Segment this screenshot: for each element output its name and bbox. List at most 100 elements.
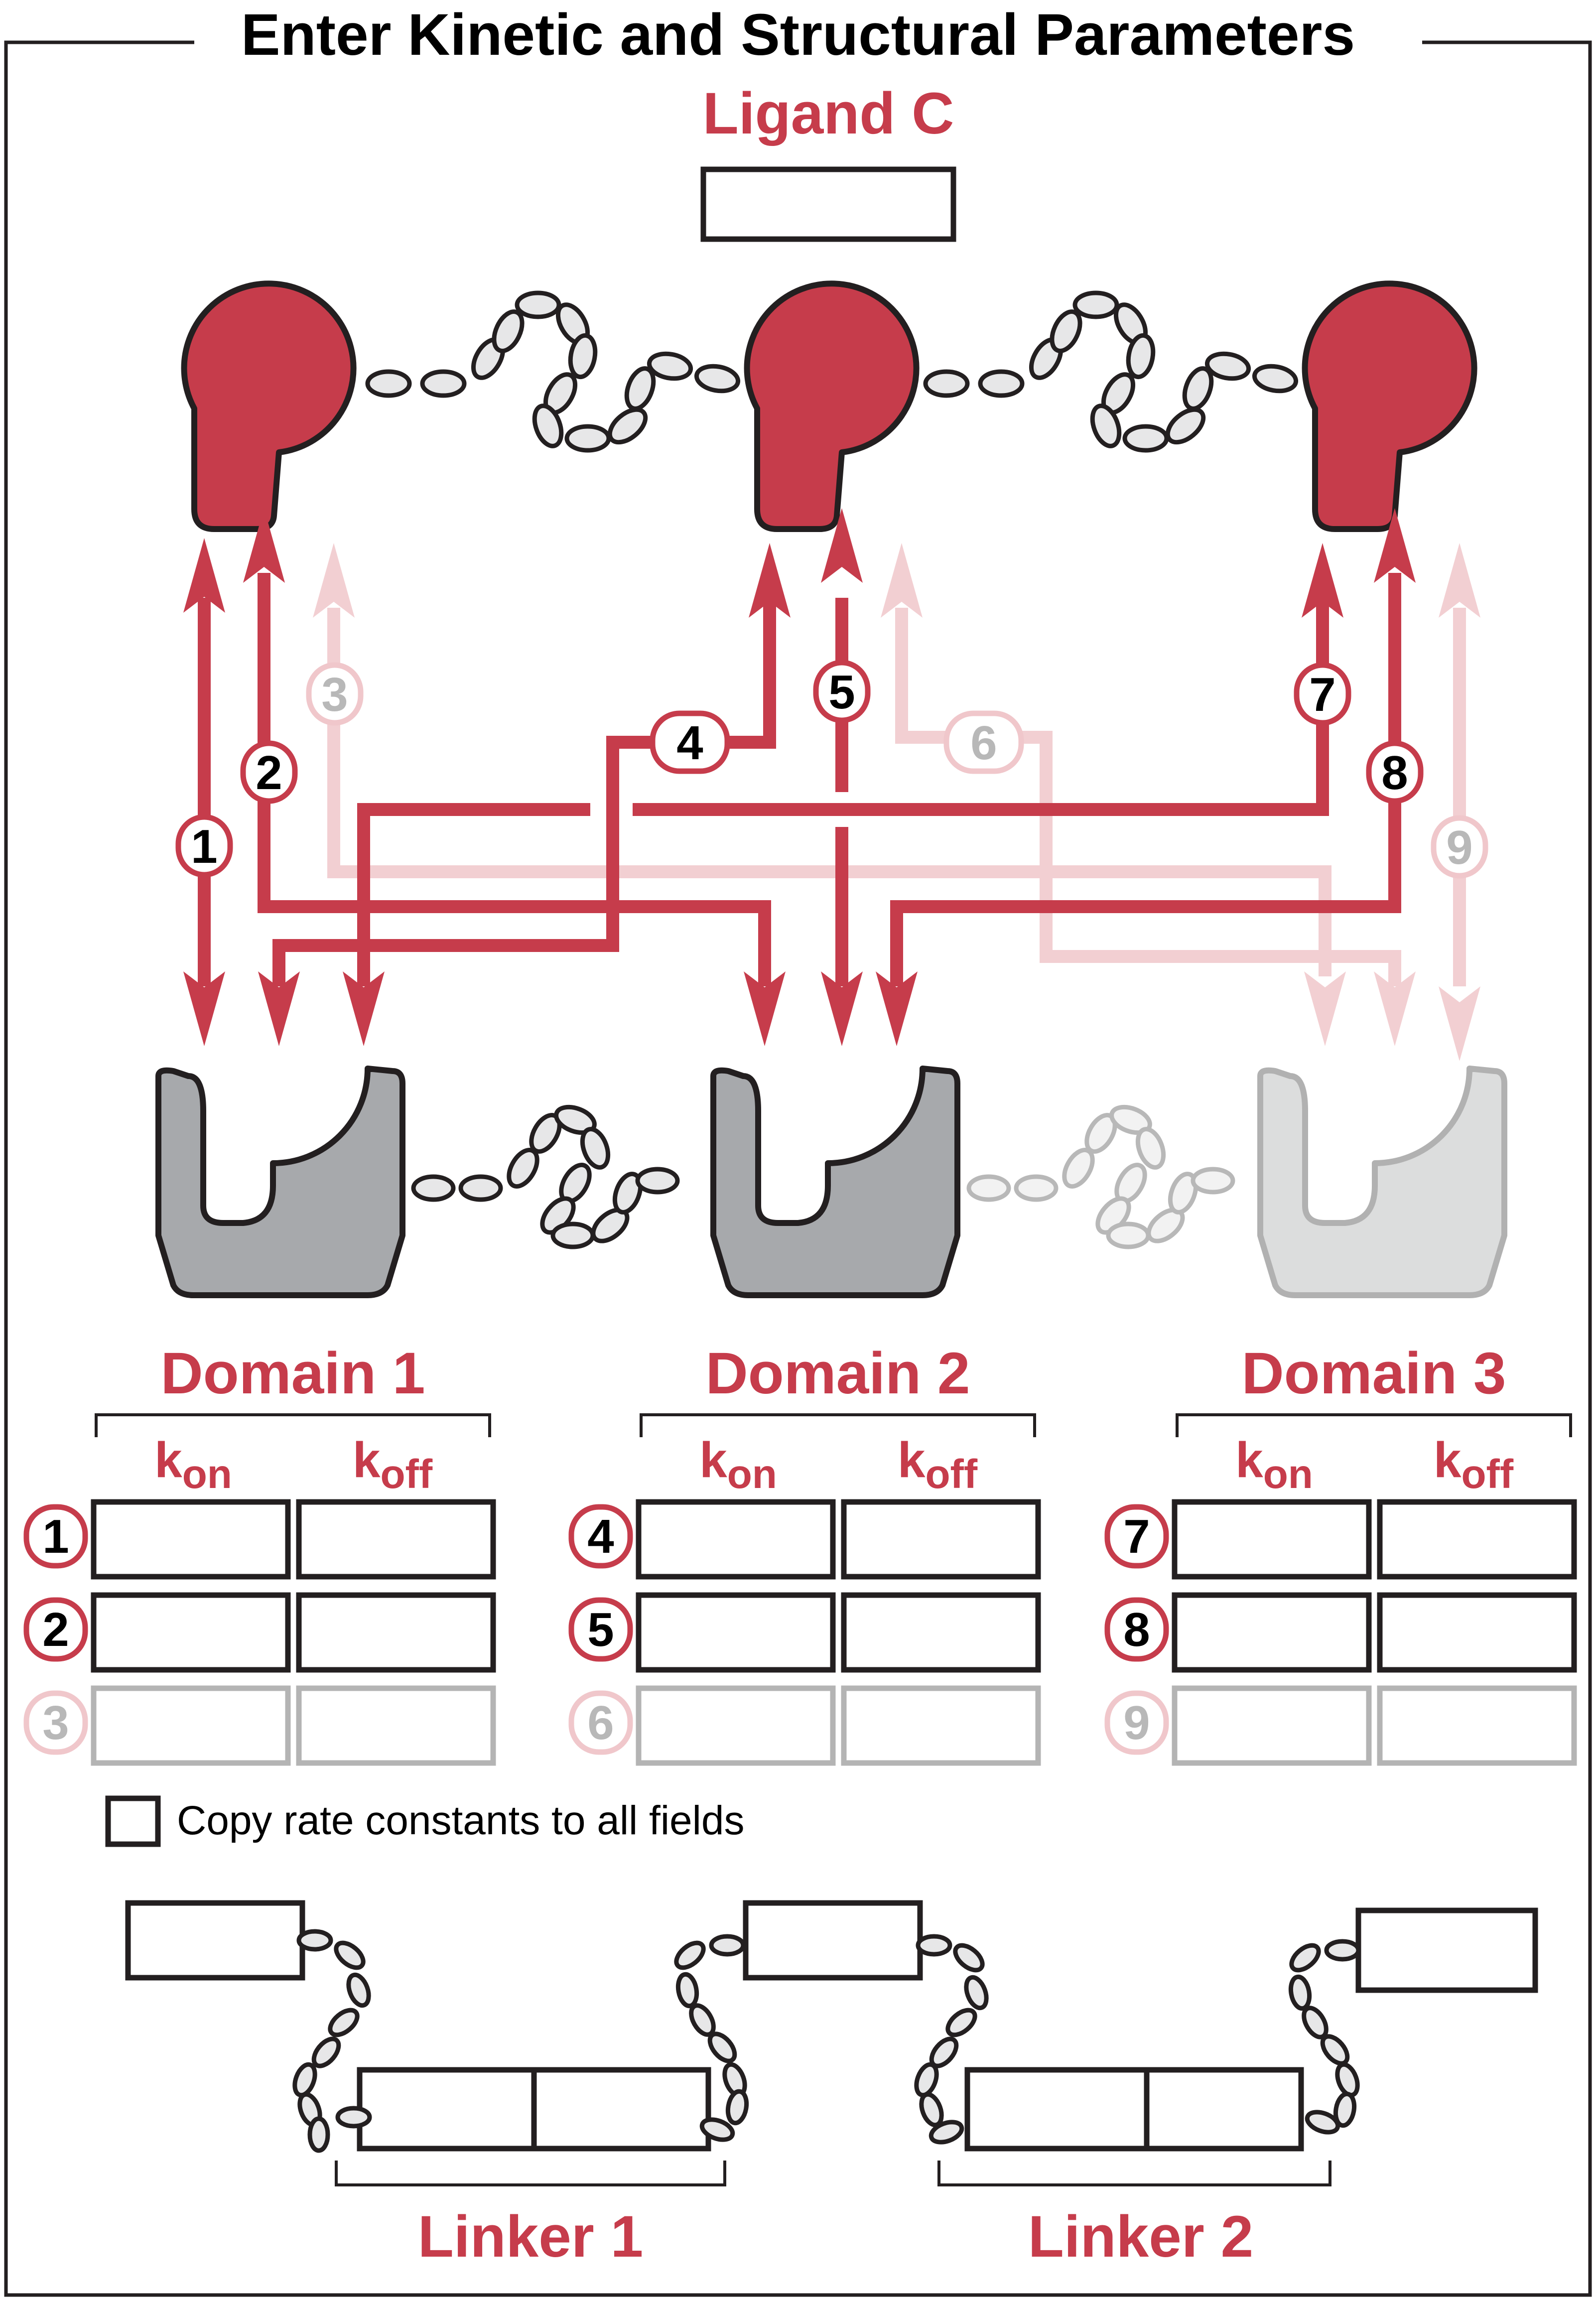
linker-bead-icon [311,2036,341,2068]
linker-1-domain-length-input[interactable] [125,1900,305,1981]
koff-input-6[interactable] [841,1685,1041,1766]
koff-header-base: k [898,1432,926,1488]
badge-5: 5 [813,660,871,723]
linker-1-min-input[interactable] [357,2067,537,2152]
arrowhead-down [1304,971,1346,1046]
badge-2-frame [240,740,298,804]
row-8-number: 8 [1123,1603,1150,1656]
koff-input-4[interactable] [841,1499,1041,1580]
linker-1-end-length-input[interactable] [743,1900,923,1981]
linker-bead-icon [1324,1939,1361,1962]
koff-input-7[interactable] [1377,1499,1577,1580]
arrowhead-up [313,543,355,618]
linker-bead-icon [916,1934,952,1957]
arrowhead-down [821,971,863,1046]
linker-bead-icon [607,407,648,445]
linker-bead-icon [945,2008,977,2037]
koff-input-8[interactable] [1377,1592,1577,1673]
domain-1-label: Domain 1 [160,1341,425,1406]
linker-2-max-input[interactable] [1144,2067,1304,2152]
page-title: Enter Kinetic and Structural Parameters [241,2,1355,68]
linker-bead-icon [292,2062,317,2098]
arrowhead-up [749,543,791,618]
koff-column-header: koff [898,1432,978,1497]
kon-input-3[interactable] [91,1685,291,1766]
linker-bead-icon [709,1934,746,1957]
badge-4: 4 [650,710,730,774]
badge-9: 9 [1431,815,1488,879]
linker-2-end-length-input[interactable] [1355,1907,1538,1993]
koff-input-1[interactable] [296,1499,496,1580]
kon-input-1[interactable] [91,1499,291,1580]
koff-input-9[interactable] [1377,1685,1577,1766]
kon-input-5[interactable] [636,1592,836,1673]
badge-6: 6 [943,710,1024,774]
koff-input-5[interactable] [841,1592,1041,1673]
linker-bead-icon [550,1221,595,1249]
ligand-domain-icon-3 [1302,280,1477,532]
linker-bead-icon [458,1174,503,1202]
receptor-domain-icon-2 [710,1066,960,1298]
kon-input-8[interactable] [1172,1592,1372,1673]
kon-input-6[interactable] [636,1685,836,1766]
linker-bead-icon [346,1972,371,2008]
linker-bead-icon [1135,1127,1166,1170]
ligand-name-input[interactable] [700,166,956,242]
arrowhead-down [876,971,918,1046]
arrowhead-down [258,971,300,1046]
kon-input-2[interactable] [91,1592,291,1673]
badge-1: 1 [175,814,233,878]
linker-bead-icon [1204,351,1251,381]
arrow-3 [327,608,1331,976]
linker-bead-icon [411,1174,456,1202]
linker-bead-icon [580,1127,611,1170]
arrowhead-down [343,971,385,1046]
badge-9-frame [1431,815,1488,879]
linker-bead-icon [674,1940,706,1970]
kon-header-subscript: on [727,1452,777,1497]
koff-input-3[interactable] [296,1685,496,1766]
kon-input-7[interactable] [1172,1499,1372,1580]
linker-bead-icon [624,366,656,411]
badge-1-number: 1 [191,820,217,873]
badge-5-number: 5 [828,666,855,719]
domain-3-bracket [1176,1413,1572,1437]
linker-bead-icon [492,309,525,353]
linker-1-label: Linker 1 [418,2204,644,2270]
linker-bead-icon [707,2031,737,2063]
linker-2-min-input[interactable] [964,2067,1150,2152]
koff-column-header: koff [1434,1432,1514,1497]
linker-1-bracket [335,2161,726,2186]
copy-rates-checkbox[interactable] [105,1795,161,1847]
badge-3-frame [306,662,364,726]
linker-2-bracket [937,2161,1331,2186]
koff-input-2[interactable] [296,1592,496,1673]
arrow-7-tail [357,803,590,986]
row-3-number: 3 [42,1696,69,1750]
receptor-domain-icon-1 [155,1066,405,1298]
linker-bead-icon [1106,1221,1151,1249]
badge-6-frame [943,710,1024,774]
badge-3: 3 [306,662,364,726]
kon-column-header: kon [154,1432,232,1497]
arrowhead-up [881,543,923,618]
kon-input-9[interactable] [1172,1685,1372,1766]
linker-1-max-input[interactable] [531,2067,711,2152]
row-9-badge [1104,1690,1169,1755]
linker-2-label: Linker 2 [1028,2204,1254,2270]
badge-7-number: 7 [1309,668,1335,721]
arrowhead-up [1374,508,1416,583]
linker-bead-icon [675,1972,699,2009]
linker-bead-icon [532,404,564,448]
linker-parameters: Linker 1 Linker 2 [125,1900,1538,2270]
kon-input-4[interactable] [636,1499,836,1580]
linker-bead-icon [334,1940,366,1970]
row-4-number: 4 [587,1510,614,1563]
arrowhead-up [243,508,285,583]
badge-6-number: 6 [970,716,997,770]
koff-column-header: koff [353,1432,433,1497]
badge-4-frame [650,710,730,774]
linker-bead-icon [1320,2034,1350,2066]
